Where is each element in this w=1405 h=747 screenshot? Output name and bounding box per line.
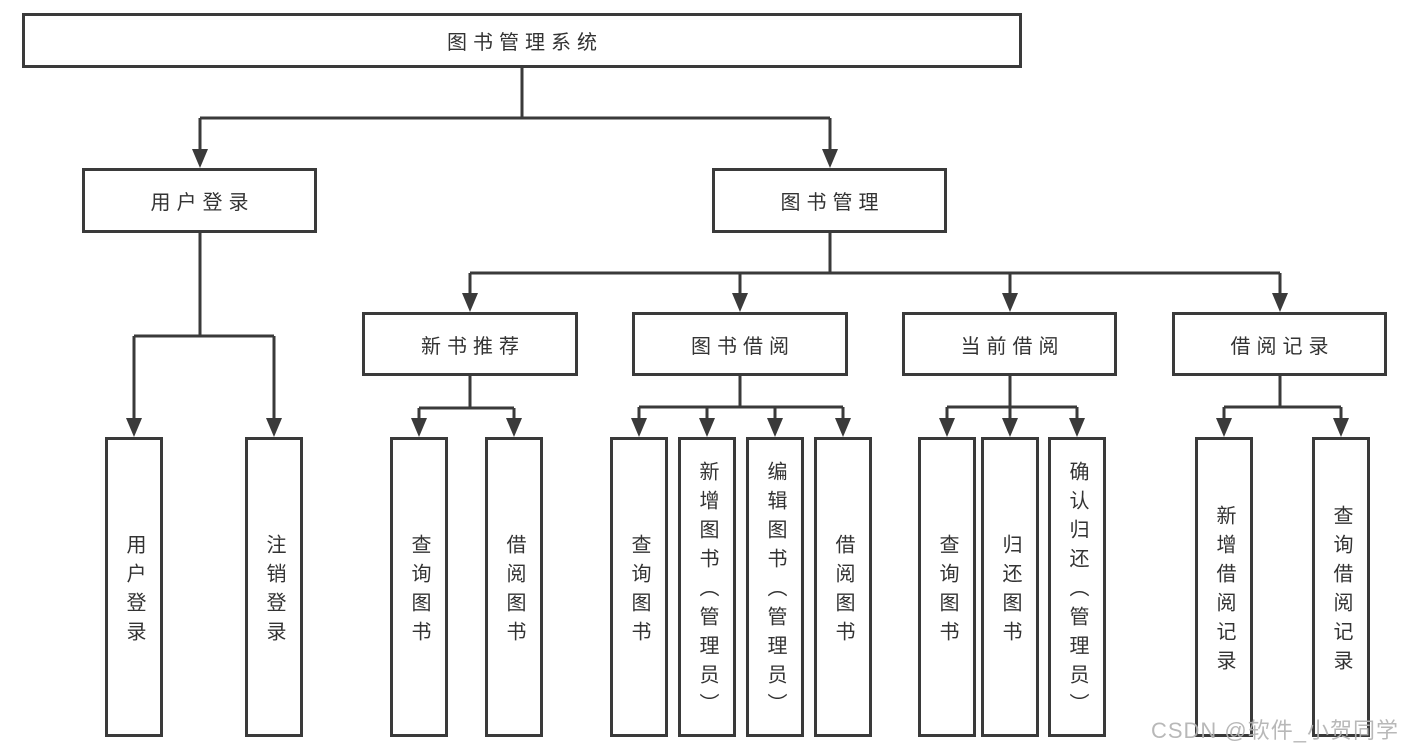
leaf-query-borrow-record: 查询借阅记录 [1312, 437, 1370, 737]
leaf-return-books-label: 归还图书 [999, 533, 1021, 650]
node-user-login: 用户登录 [82, 168, 317, 233]
leaf-borrow-books-recommend: 借阅图书 [485, 437, 543, 737]
node-library-system: 图书管理系统 [22, 13, 1022, 68]
leaf-add-books-admin: 新增图书（管理员） [678, 437, 736, 737]
leaf-confirm-return-admin-label: 确认归还（管理员） [1066, 461, 1088, 722]
leaf-borrow-books-label: 借阅图书 [832, 533, 854, 650]
leaf-user-login-label: 用户登录 [123, 533, 145, 650]
leaf-query-books-borrow: 查询图书 [610, 437, 668, 737]
leaf-query-books-current: 查询图书 [918, 437, 976, 737]
leaf-add-books-admin-label: 新增图书（管理员） [696, 461, 718, 722]
node-book-management: 图书管理 [712, 168, 947, 233]
leaf-edit-books-admin: 编辑图书（管理员） [746, 437, 804, 737]
node-book-borrow: 图书借阅 [632, 312, 848, 376]
leaf-edit-books-admin-label: 编辑图书（管理员） [764, 461, 786, 722]
leaf-confirm-return-admin: 确认归还（管理员） [1048, 437, 1106, 737]
node-new-book-recommend: 新书推荐 [362, 312, 578, 376]
leaf-query-borrow-record-label: 查询借阅记录 [1330, 504, 1352, 679]
leaf-logout-label: 注销登录 [263, 533, 285, 650]
csdn-watermark: CSDN @软件_小贺同学 [1150, 718, 1399, 743]
leaf-return-books: 归还图书 [981, 437, 1039, 737]
leaf-add-borrow-record: 新增借阅记录 [1195, 437, 1253, 737]
leaf-add-borrow-record-label: 新增借阅记录 [1213, 504, 1235, 679]
leaf-borrow-books-recommend-label: 借阅图书 [503, 533, 525, 650]
leaf-logout: 注销登录 [245, 437, 303, 737]
leaf-query-books-current-label: 查询图书 [936, 533, 958, 650]
leaf-borrow-books: 借阅图书 [814, 437, 872, 737]
node-borrow-records: 借阅记录 [1172, 312, 1387, 376]
leaf-user-login: 用户登录 [105, 437, 163, 737]
leaf-query-books-recommend-label: 查询图书 [408, 533, 430, 650]
leaf-query-books-borrow-label: 查询图书 [628, 533, 650, 650]
leaf-query-books-recommend: 查询图书 [390, 437, 448, 737]
node-current-borrow: 当前借阅 [902, 312, 1117, 376]
